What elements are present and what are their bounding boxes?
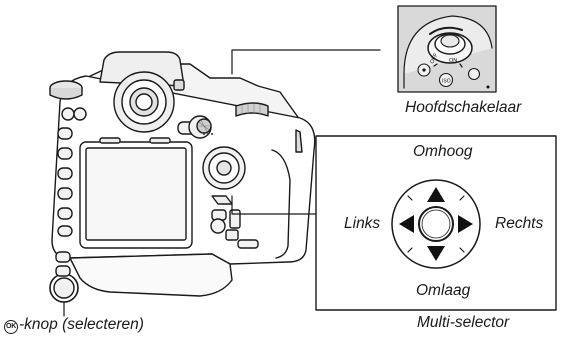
switch-off-text: OFF [429,52,439,65]
direction-left-label: Links [344,215,381,232]
multi-selector-label: Multi-selector [417,314,510,331]
ok-button-label-text: -knop (selecteren) [19,316,144,333]
arrow-down-icon [427,246,445,261]
ok-button-label: OK-knop (selecteren) [4,316,144,334]
power-switch-label: Hoofdschakelaar [405,99,522,116]
multi-selector-inset [315,135,557,311]
arrow-up-icon [427,187,445,202]
arrow-right-icon [458,215,473,233]
direction-down-label: Omlaag [416,282,471,299]
camera-body-illustration [49,51,316,303]
power-switch-inset: OFF ON ISO [397,5,497,93]
direction-right-label: Rechts [495,215,544,232]
direction-up-label: Omhoog [413,143,473,160]
arrow-left-icon [399,215,414,233]
leader-lines [63,49,381,317]
ok-button-icon: OK [4,320,18,334]
switch-on-text: ON [449,58,457,64]
iso-button-text: ISO [442,79,451,85]
